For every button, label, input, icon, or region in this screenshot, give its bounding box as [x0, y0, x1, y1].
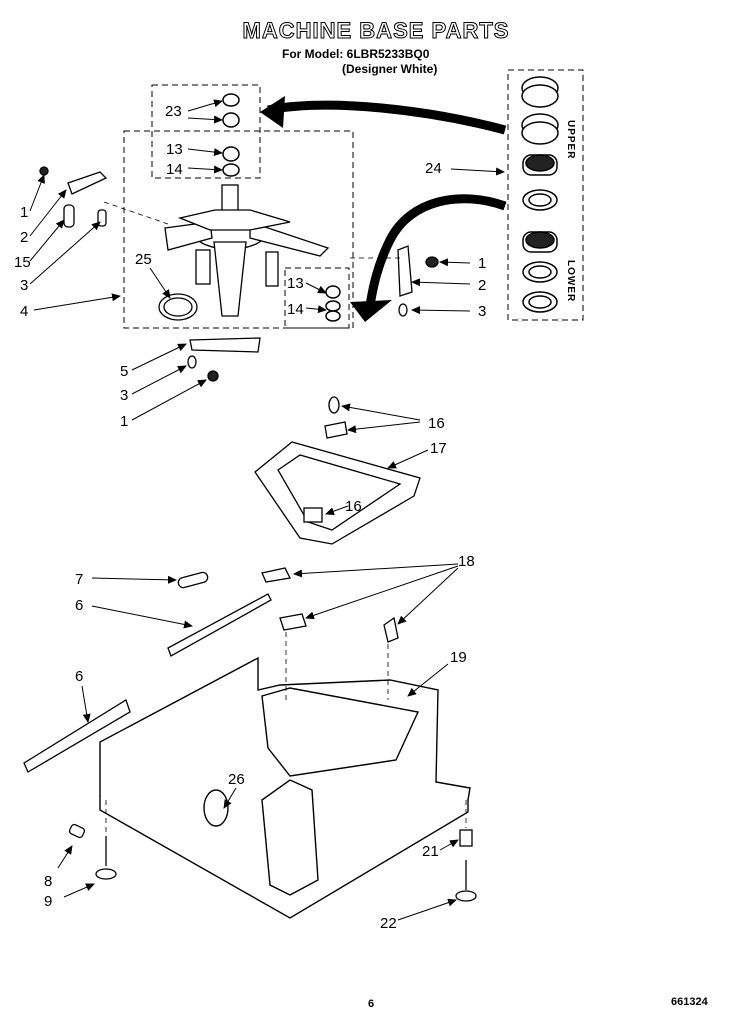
kit-label-upper: UPPER: [565, 120, 576, 160]
callout-14-top: 14: [166, 161, 183, 178]
callout-19: 19: [450, 649, 467, 666]
callout-6-mid: 6: [75, 597, 83, 614]
callout-26: 26: [228, 771, 245, 788]
kit-label-lower: LOWER: [565, 260, 576, 303]
callout-24: 24: [425, 160, 442, 177]
page-title: MACHINE BASE PARTS: [242, 18, 510, 44]
callout-5: 5: [120, 363, 128, 380]
big-arrow-upper-head: [260, 96, 285, 128]
big-arrow-lower: [365, 194, 507, 306]
callout-22: 22: [380, 915, 397, 932]
right-bracket: [397, 245, 439, 317]
callout-2-left: 2: [20, 229, 28, 246]
callout-3-right: 3: [478, 303, 486, 320]
assembly-boxes: [123, 69, 584, 329]
color-line: (Designer White): [342, 62, 438, 76]
feet: [68, 823, 477, 902]
callout-1-left: 1: [20, 204, 28, 221]
leader-lines: [29, 99, 505, 921]
callout-8: 8: [44, 873, 52, 890]
callout-7: 7: [75, 571, 83, 588]
callout-4: 4: [20, 303, 28, 320]
callout-17: 17: [430, 440, 447, 457]
callout-13-top: 13: [166, 141, 183, 158]
page-number: 6: [368, 998, 375, 1010]
figure-id: 661324: [671, 996, 708, 1008]
callout-14-mid: 14: [287, 301, 304, 318]
callout-2-right: 2: [478, 277, 486, 294]
base-frame: [99, 656, 471, 919]
transmission-support: [158, 184, 330, 382]
big-arrow-upper: [267, 100, 507, 135]
callout-1-low: 1: [120, 413, 128, 430]
callout-numbers: 23 13 14 24 1 2 15 3 4 25 13 14 1 2 3 5 …: [14, 103, 486, 932]
alignment-lines: [103, 201, 467, 834]
side-bars: [23, 567, 399, 773]
callout-3-low: 3: [120, 387, 128, 404]
callout-6-low: 6: [75, 668, 83, 685]
bearing-stack: [222, 93, 341, 322]
callout-9: 9: [44, 893, 52, 910]
left-bracket: [39, 166, 108, 228]
callout-3-left: 3: [20, 277, 28, 294]
callout-16-mid: 16: [345, 498, 362, 515]
callout-23: 23: [165, 103, 182, 120]
big-arrow-lower-head: [350, 300, 392, 322]
callout-15: 15: [14, 254, 31, 271]
callout-16-top: 16: [428, 415, 445, 432]
bearing-kit: [521, 76, 559, 313]
callout-18: 18: [458, 553, 475, 570]
callout-21: 21: [422, 843, 439, 860]
callout-1-right: 1: [478, 255, 486, 272]
model-line: For Model: 6LBR5233BQ0: [282, 47, 430, 61]
callout-13-mid: 13: [287, 275, 304, 292]
callout-25: 25: [135, 251, 152, 268]
top-frame: [254, 396, 421, 545]
